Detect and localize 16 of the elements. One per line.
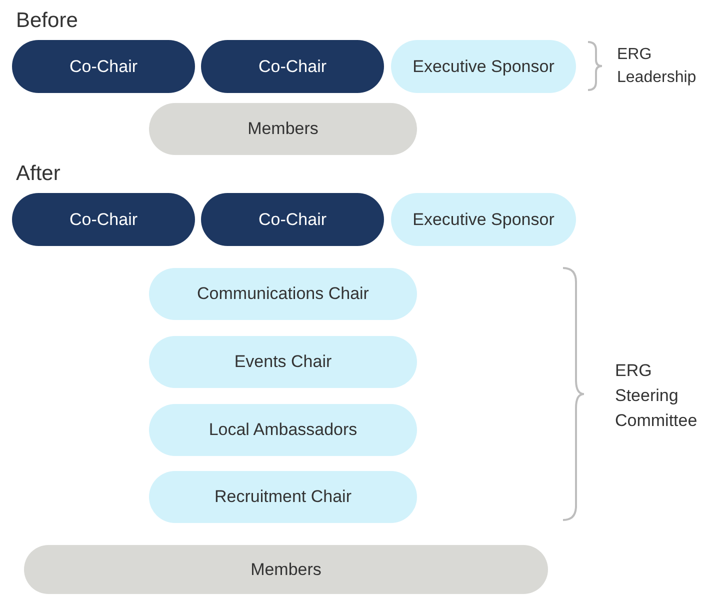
role-pill: Co-Chair [201,193,384,246]
role-pill: Communications Chair [149,268,417,320]
section-heading: Before [16,8,79,34]
role-pill: Events Chair [149,336,417,388]
role-pill: Local Ambassadors [149,404,417,456]
section-heading: After [16,161,62,187]
role-pill: Co-Chair [201,40,384,93]
role-pill: Co-Chair [12,193,195,246]
role-pill: Members [24,545,548,594]
group-label: ERG Steering Committee [615,360,698,432]
role-pill: Recruitment Chair [149,471,417,523]
role-pill: Executive Sponsor [391,40,576,93]
role-pill: Members [149,103,417,155]
group-label: ERG Leadership [617,45,698,88]
role-pill: Co-Chair [12,40,195,93]
role-pill: Executive Sponsor [391,193,576,246]
